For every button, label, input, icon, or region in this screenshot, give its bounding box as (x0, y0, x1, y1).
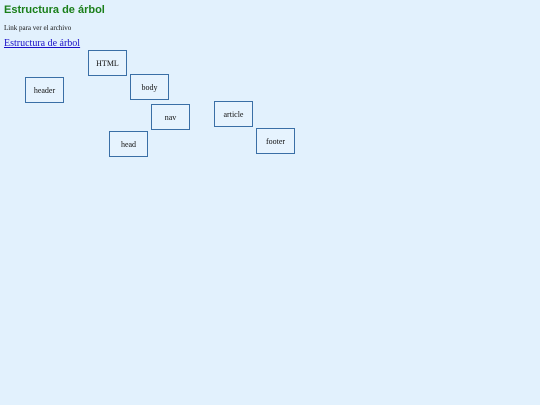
node-article: article (214, 101, 253, 127)
intro-text: Link para ver el archivo (4, 24, 72, 32)
file-link[interactable]: Estructura de árbol (4, 38, 81, 49)
node-footer: footer (256, 128, 295, 154)
node-nav: nav (151, 104, 190, 130)
node-head: head (109, 131, 148, 157)
node-body: body (130, 74, 169, 100)
node-html: HTML (88, 50, 127, 76)
page-title: Estructura de árbol (4, 4, 105, 16)
node-header: header (25, 77, 64, 103)
